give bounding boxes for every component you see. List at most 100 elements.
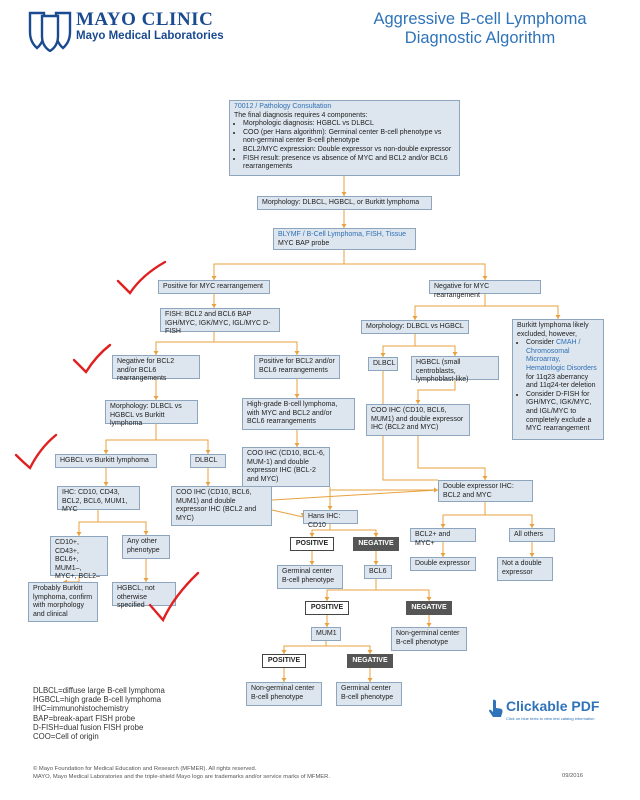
hans-negative-tag: NEGATIVE	[353, 537, 399, 551]
connector-line	[414, 294, 486, 320]
arrowhead	[380, 353, 386, 357]
connector-line	[155, 332, 215, 355]
connector-line	[485, 305, 559, 319]
morphology-burkitt-box: Morphology: DLBCL vs HGBCL vs Burkitt ly…	[105, 400, 198, 427]
arrowhead	[294, 394, 300, 398]
arrowhead	[153, 396, 159, 400]
consultation-link[interactable]: 70012 / Pathology Consultation	[234, 103, 332, 110]
logo-subtitle: Mayo Medical Laboratories	[76, 30, 224, 42]
arrowhead	[373, 561, 379, 565]
bcl2-myc-positive-box: BCL2+ and MYC+	[410, 528, 476, 547]
hgbcl-nos-box: HGBCL, not otherwise specified	[112, 582, 176, 609]
non-germinal-center-phenotype-2: Non-germinal center B-cell phenotype	[246, 682, 322, 706]
any-other-phenotype-box: Any other phenotype	[122, 535, 170, 559]
arrowhead	[373, 533, 379, 537]
arrowhead	[294, 351, 300, 355]
high-grade-bcell-box: High-grade B-cell lymphoma, with MYC and…	[242, 398, 355, 430]
pointer-hand-icon	[489, 699, 503, 717]
check-mark-icon	[148, 571, 200, 623]
arrowhead	[367, 678, 373, 682]
dlbcl-left-box: DLBCL	[190, 454, 226, 468]
connector-line	[156, 439, 209, 454]
arrowhead	[309, 561, 315, 565]
morphology-dlbcl-hgbcl-box: Morphology: DLBCL vs HGBCL	[361, 320, 469, 334]
abbreviations-legend: DLBCL=diffuse large B-cell lymphoma HGBC…	[33, 686, 165, 742]
all-others-box: All others	[509, 528, 555, 542]
ihc-panel-box: IHC: CD10, CD43, BCL2, BCL6, MUM1, MYC	[57, 486, 140, 513]
arrowhead	[327, 506, 333, 510]
arrowhead	[426, 623, 432, 627]
coo-ihc-left-box: COO IHC (CD10, BCL6, MUM1) and double ex…	[171, 486, 272, 526]
connector-line	[105, 424, 157, 454]
arrowhead	[426, 597, 432, 601]
check-mark-icon	[116, 260, 167, 295]
connector-line	[213, 250, 345, 280]
blymf-link[interactable]: BLYMF / B-Cell Lymphoma, FISH, Tissue	[278, 231, 406, 238]
clickable-pdf-subtitle: Click on blue texts to view test catalog…	[506, 716, 595, 721]
arrowhead	[434, 487, 438, 493]
arrowhead	[103, 482, 109, 486]
arrowhead	[341, 192, 347, 196]
connector-line	[485, 514, 533, 528]
blymf-fish-box: BLYMF / B-Cell Lymphoma, FISH, Tissue MY…	[273, 228, 416, 250]
logo-title: MAYO CLINIC	[76, 9, 214, 30]
cd10-phenotype-box: CD10+, CD43+, BCL6+, MUM1–, MYC+, BCL2–	[50, 536, 108, 580]
arrowhead	[529, 553, 535, 557]
clickable-pdf-badge: Clickable PDF Click on blue texts to vie…	[488, 697, 628, 731]
arrowhead	[324, 597, 330, 601]
arrowhead	[103, 450, 109, 454]
connector-line	[98, 521, 147, 535]
arrowhead	[452, 352, 458, 356]
arrowhead	[324, 623, 330, 627]
arrowhead	[412, 316, 418, 320]
cmah-link[interactable]: CMAH / Chromosomal Microarray, Hematolog…	[526, 339, 597, 372]
bcl6-positive-tag: POSITIVE	[305, 601, 349, 615]
arrowhead	[76, 532, 82, 536]
mum1-positive-tag: POSITIVE	[262, 654, 306, 668]
footer-copyright: © Mayo Foundation for Medical Education …	[33, 766, 330, 780]
arrowhead	[205, 482, 211, 486]
connector-line	[417, 436, 486, 480]
not-double-expressor-box: Not a double expressor	[497, 557, 553, 581]
arrowhead	[211, 304, 217, 308]
arrowhead	[341, 224, 347, 228]
probably-burkitt-box: Probably Burkitt lymphoma, confirm with …	[28, 582, 98, 622]
hans-ihc-box: Hans IHC: CD10	[303, 510, 358, 529]
footer-date: 09/2016	[562, 773, 583, 779]
arrowhead	[153, 351, 159, 355]
positive-bcl-box: Positive for BCL2 and/or BCL6 rearrangem…	[254, 355, 340, 379]
double-expressor-ihc-box: Double expressor IHC: BCL2 and MYC	[438, 480, 533, 502]
connector-line	[271, 489, 439, 501]
arrowhead	[281, 650, 287, 654]
hans-positive-tag: POSITIVE	[290, 537, 334, 551]
non-germinal-center-phenotype-1: Non-germinal center B-cell phenotype	[391, 627, 467, 651]
arrowhead	[205, 450, 211, 454]
mayo-shield-logo	[28, 11, 72, 52]
double-expressor-box: Double expressor	[410, 557, 476, 571]
positive-myc-box: Positive for MYC rearrangement	[158, 280, 270, 294]
negative-bcl-box: Negative for BCL2 and/or BCL6 rearrangem…	[112, 355, 200, 382]
mum1-negative-tag: NEGATIVE	[347, 654, 393, 668]
germinal-center-phenotype-1: Germinal center B-cell phenotype	[277, 565, 343, 589]
connector-line	[417, 380, 456, 404]
connector-line	[271, 509, 304, 518]
arrowhead	[367, 650, 373, 654]
coo-ihc-mid-box: COO IHC (CD10, BCL-6, MUM-1) and double …	[242, 447, 330, 487]
arrowhead	[482, 276, 488, 280]
arrowhead	[440, 524, 446, 528]
page-title: Aggressive B-cell Lymphoma Diagnostic Al…	[373, 10, 587, 47]
burkitt-excluded-note: Burkitt lymphoma likely excluded, howeve…	[512, 319, 604, 440]
bcl6-box: BCL6	[364, 565, 392, 579]
bcl6-negative-tag: NEGATIVE	[406, 601, 452, 615]
arrowhead	[143, 578, 149, 582]
arrowhead	[415, 400, 421, 404]
arrowhead	[211, 276, 217, 280]
check-mark-icon	[14, 433, 58, 470]
fish-bcl2-bcl6-box: FISH: BCL2 and BCL6 BAP IGH/MYC, IGK/MYC…	[160, 308, 280, 335]
arrowhead	[143, 531, 149, 535]
arrowhead	[294, 443, 300, 447]
connector-line	[329, 487, 438, 491]
arrowhead	[529, 524, 535, 528]
connector-line	[78, 510, 99, 536]
